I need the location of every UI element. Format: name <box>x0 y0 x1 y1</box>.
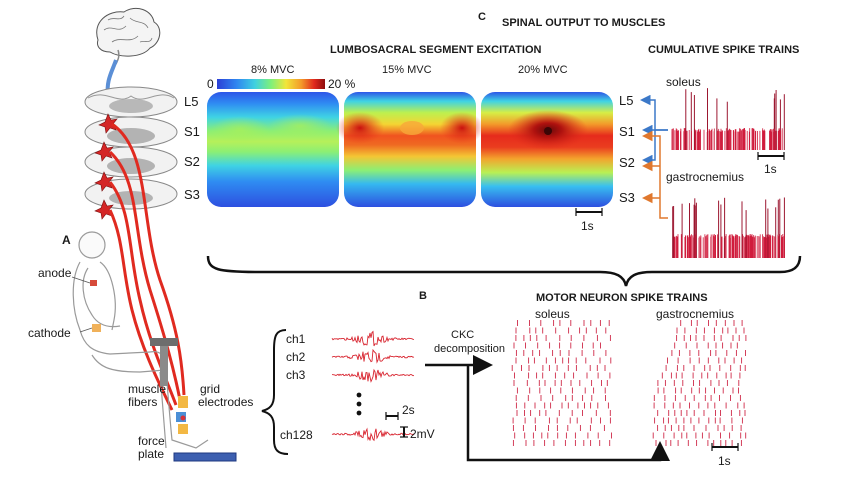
heatmap-8-mvc <box>207 92 339 207</box>
label-grid-electrodes-l2: electrodes <box>198 395 253 409</box>
heatmap-label-20: 20% MVC <box>518 64 568 76</box>
label-cathode: cathode <box>28 326 71 340</box>
label-muscle-fibers: muscle fibers <box>128 382 169 409</box>
label-grid-electrodes-l1: grid <box>200 382 220 396</box>
heatmap-15-mvc <box>336 92 484 207</box>
cord-label-s1: S1 <box>184 124 200 139</box>
cumulative-scalebar: 1s <box>757 152 785 176</box>
spikes-scalebar: 1s <box>711 443 739 468</box>
channel-label-ch1: ch1 <box>286 332 306 346</box>
emg-amp-scale-label: 2mV <box>410 427 435 441</box>
heatmap-20-mvc <box>481 92 613 207</box>
label-muscle-fibers-l2: fibers <box>128 395 157 409</box>
summary-brace <box>206 255 802 287</box>
segment-label-l5: L5 <box>619 93 633 108</box>
chair-seat <box>150 338 178 346</box>
colorbar-max-label: 20 % <box>328 77 356 91</box>
chair-post <box>160 346 168 386</box>
panel-label-a: A <box>62 233 71 247</box>
channel-label-ch128: ch128 <box>280 428 313 442</box>
panel-label-c: C <box>478 11 486 23</box>
channel-label-ch2: ch2 <box>286 350 306 364</box>
ckc-label: CKC decomposition <box>434 329 505 355</box>
emg-trace <box>331 348 415 364</box>
heatmap-scalebar-label: 1s <box>581 219 594 233</box>
cord-segment-l5 <box>84 86 178 118</box>
grid-electrode-patch <box>176 396 188 434</box>
title-segment-excitation: LUMBOSACRAL SEGMENT EXCITATION <box>330 44 542 56</box>
emg-scalebars: 2s 2mV <box>385 403 435 441</box>
segment-label-s3: S3 <box>619 190 635 205</box>
label-force-plate-l1: force <box>138 434 165 448</box>
emg-time-scale-label: 2s <box>402 403 415 417</box>
cord-label-l5: L5 <box>184 94 198 109</box>
channel-ellipsis <box>356 392 362 416</box>
spikes-scalebar-label: 1s <box>718 454 731 468</box>
cathode-electrode <box>92 324 101 332</box>
cumulative-train-gastrocnemius <box>672 197 785 258</box>
brain-icon <box>96 7 161 65</box>
force-plate-shape <box>173 452 237 462</box>
heatmap-label-15: 15% MVC <box>382 64 432 76</box>
cord-label-s2: S2 <box>184 154 200 169</box>
decomposition-arrows <box>425 355 670 462</box>
label-muscle-fibers-l1: muscle <box>128 382 166 396</box>
emg-trace <box>331 427 415 442</box>
cumulative-train-soleus <box>671 88 785 150</box>
heatmap-label-8: 8% MVC <box>251 64 294 76</box>
spikes-label-soleus: soleus <box>535 307 570 321</box>
label-grid-electrodes: grid electrodes <box>198 382 253 409</box>
ckc-label-l1: CKC <box>451 329 474 341</box>
motor-neurons <box>94 113 118 220</box>
raster-gastrocnemius <box>652 320 747 446</box>
cord-segment-s1 <box>84 116 178 148</box>
cumulative-label-soleus: soleus <box>666 75 701 89</box>
spikes-label-gastrocnemius: gastrocnemius <box>656 307 734 321</box>
colorbar-min-label: 0 <box>207 77 214 91</box>
segment-label-s2: S2 <box>619 155 635 170</box>
ckc-label-l2: decomposition <box>434 343 505 355</box>
anode-electrode <box>90 280 97 286</box>
raster-soleus <box>511 320 612 446</box>
title-cumulative-trains: CUMULATIVE SPIKE TRAINS <box>648 44 799 56</box>
emg-traces <box>331 330 415 442</box>
label-force-plate-l2: plate <box>138 447 164 461</box>
segment-label-s1: S1 <box>619 124 635 139</box>
channels-brace <box>261 329 289 455</box>
gastrocnemius-mapping-arrows <box>642 130 668 219</box>
colorbar-gradient <box>217 79 325 89</box>
emg-trace <box>331 330 415 347</box>
title-motor-neuron-trains: MOTOR NEURON SPIKE TRAINS <box>536 292 708 304</box>
label-force-plate: force plate <box>138 434 168 461</box>
colorbar: 0 20 % <box>207 77 356 91</box>
emg-trace <box>331 368 415 383</box>
channel-label-ch3: ch3 <box>286 368 306 382</box>
cord-label-s3: S3 <box>184 187 200 202</box>
panel-a-illustration: L5 S1 S2 S3 <box>28 7 253 462</box>
cumulative-label-gastrocnemius: gastrocnemius <box>666 170 744 184</box>
cumulative-scalebar-label: 1s <box>764 162 777 176</box>
soleus-mapping-arrows <box>640 94 668 166</box>
title-spinal-output: SPINAL OUTPUT TO MUSCLES <box>502 17 665 29</box>
label-anode: anode <box>38 266 72 280</box>
panel-label-b: B <box>419 290 427 302</box>
heatmap-scalebar: 1s <box>575 208 603 233</box>
